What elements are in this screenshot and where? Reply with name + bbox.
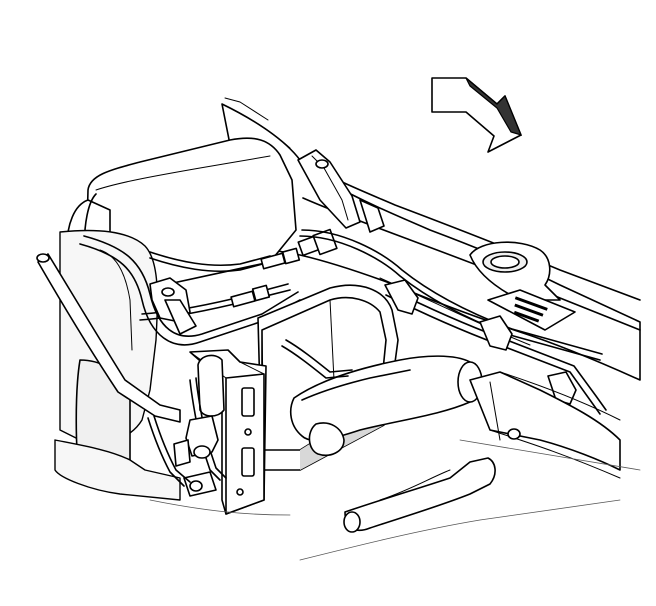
- line-clip-left: [149, 277, 197, 335]
- purge-valve: [173, 415, 219, 497]
- frame-bracket: [297, 149, 385, 233]
- lower-frame: [469, 371, 621, 479]
- background-detail: [149, 439, 641, 561]
- frame-clips: [384, 279, 577, 405]
- canister-lines: [147, 339, 353, 487]
- filler-pipe: [36, 253, 181, 423]
- frame-mount: [469, 241, 561, 301]
- front-direction-arrow-icon: [431, 77, 523, 153]
- lower-pipe: [343, 457, 496, 533]
- label-plate: [487, 289, 576, 331]
